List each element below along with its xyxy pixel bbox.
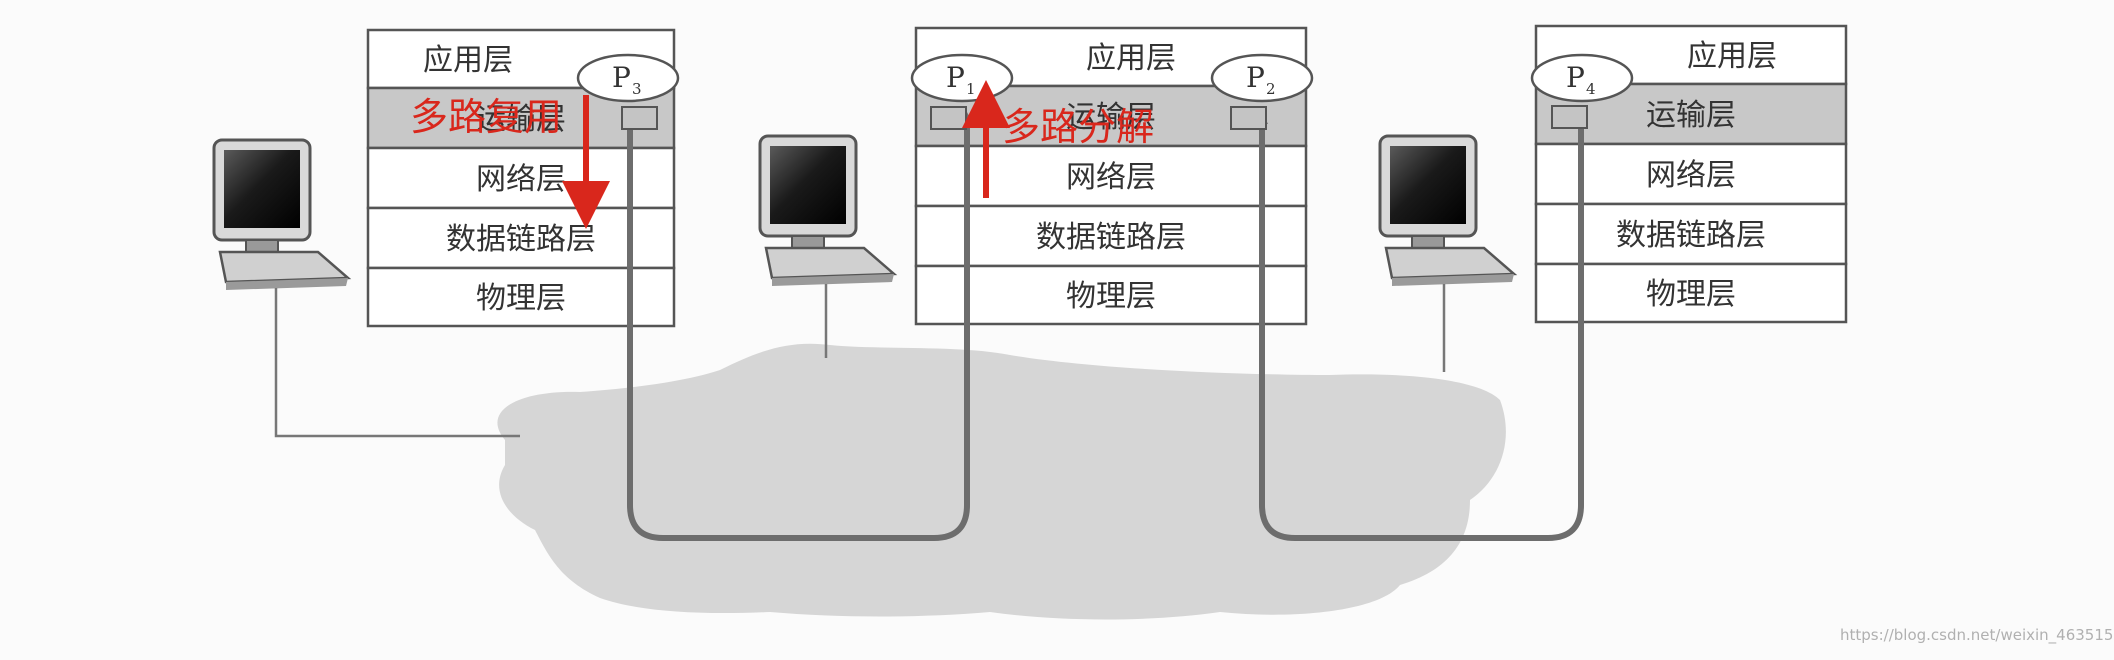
demultiplexing-label: 多路分解 [1002,105,1154,149]
layer-label: 物理层 [476,281,566,316]
port-p2: P 2 [1212,55,1312,101]
layer-label: 应用层 [1086,41,1176,76]
computer-icon-1 [214,140,348,290]
layer-label: 数据链路层 [1616,218,1766,253]
layer-label: 物理层 [1646,277,1736,312]
port-p4: P 4 [1532,55,1632,101]
layer-label: 应用层 [1687,39,1777,74]
layer-label: 数据链路层 [1036,220,1186,255]
socket-box [1231,107,1266,129]
port-subscript: 4 [1586,80,1596,98]
port-subscript: 3 [632,80,642,98]
port-label: P [946,61,965,94]
socket-box [931,107,966,129]
layer-label: 运输层 [1646,98,1736,133]
port-label: P [612,61,631,94]
computer-icon-2 [760,136,894,286]
layer-label: 网络层 [1646,158,1736,193]
port-p3: P 3 [578,55,678,101]
layer-label: 网络层 [476,162,566,197]
port-label: P [1566,61,1585,94]
layer-label: 网络层 [1066,160,1156,195]
socket-box [1552,106,1587,128]
port-p1: P 1 [912,55,1012,101]
network-cloud [497,344,1505,620]
computer-icon-3 [1380,136,1514,286]
port-subscript: 1 [966,80,976,98]
layer-label: 数据链路层 [446,222,596,257]
multiplexing-label: 多路复用 [410,95,562,139]
layer-label: 应用层 [423,43,513,78]
port-subscript: 2 [1266,80,1276,98]
socket-box [622,107,657,129]
watermark-text: https://blog.csdn.net/weixin_46351593 [1840,626,2114,645]
layer-label: 物理层 [1066,279,1156,314]
port-label: P [1246,61,1265,94]
